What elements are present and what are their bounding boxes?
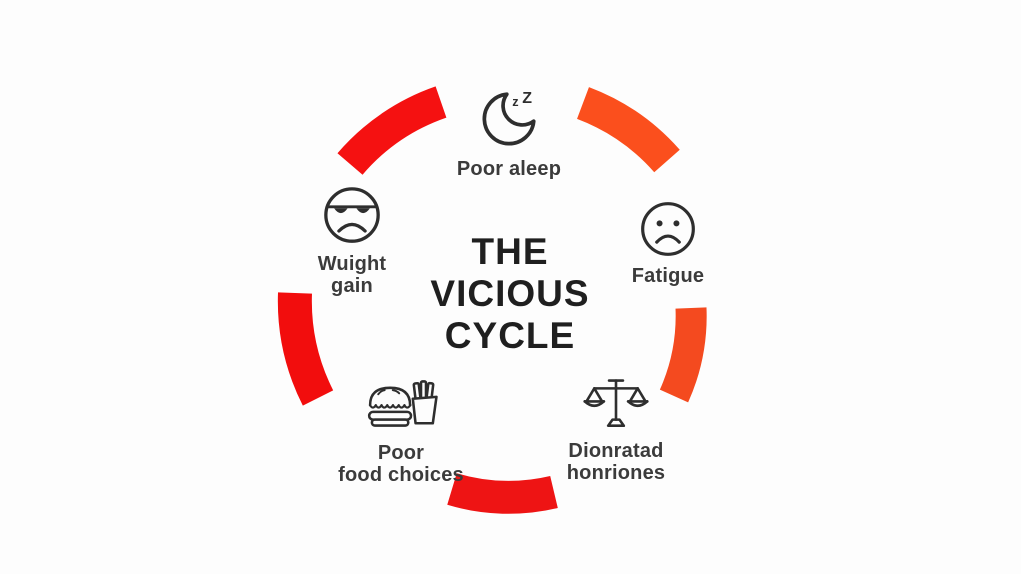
crescent-moon-zz-icon: z Z bbox=[476, 86, 542, 152]
node-weight-gain-label-line2: gain bbox=[331, 275, 373, 297]
cycle-arc-left bbox=[277, 292, 334, 406]
node-poor-sleep: z Z Poor aleep bbox=[414, 86, 604, 180]
cycle-arc-bottom bbox=[447, 473, 558, 514]
balance-scale-icon bbox=[583, 374, 649, 434]
sleep-z-big: Z bbox=[522, 90, 532, 107]
diagram-title-line1: THE bbox=[471, 231, 549, 272]
node-fatigue: Fatigue bbox=[573, 199, 763, 287]
node-fatigue-label: Fatigue bbox=[631, 265, 705, 287]
node-disrupted-hormones-label-line1: Dionratad bbox=[568, 440, 664, 462]
node-weight-gain: Wuight gain bbox=[257, 185, 447, 297]
diagram-title: THE VICIOUS CYCLE bbox=[430, 231, 589, 357]
diagram-title-line2: VICIOUS bbox=[430, 273, 590, 314]
cycle-arc-top-left bbox=[337, 86, 447, 175]
node-poor-food-choices-label-line2: food choices bbox=[338, 464, 464, 486]
node-poor-food-choices: Poor food choices bbox=[306, 376, 496, 486]
node-weight-gain-label-line1: Wuight bbox=[317, 253, 387, 275]
sad-face-icon bbox=[638, 199, 698, 259]
node-disrupted-hormones-label-line2: honriones bbox=[566, 462, 666, 484]
sleep-z-small: z bbox=[512, 95, 518, 109]
cycle-arc-top-right bbox=[576, 87, 680, 173]
node-disrupted-hormones: Dionratad honriones bbox=[521, 374, 711, 484]
diagram-title-line3: CYCLE bbox=[444, 315, 576, 356]
frowning-face-band-icon bbox=[321, 185, 383, 247]
node-poor-food-choices-label-line1: Poor bbox=[377, 442, 425, 464]
cycle-arc-right bbox=[659, 307, 707, 403]
node-poor-sleep-label: Poor aleep bbox=[456, 158, 562, 180]
burger-fries-icon bbox=[361, 376, 441, 436]
